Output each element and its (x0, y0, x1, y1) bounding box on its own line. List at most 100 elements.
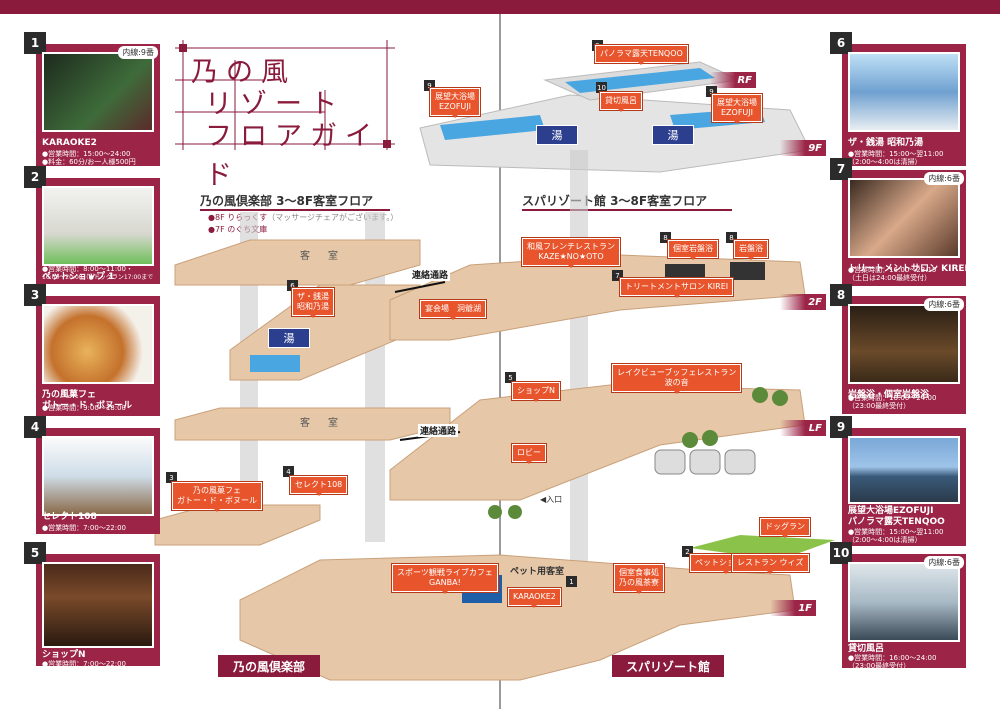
card-ganban[interactable]: 8 内線:6番 岩盤浴・個室岩盤浴 ●営業時間：16:00～24:00 （23:… (830, 284, 966, 414)
tree (772, 390, 788, 406)
floor-tag-lf: LF (780, 420, 826, 436)
corridor-label-1: 連絡通路 (410, 268, 451, 281)
map-label-kaze[interactable]: 和風フレンチレストラン KAZE★NO★OTO (522, 238, 620, 268)
card-badge: 内線:9番 (118, 46, 158, 59)
map-label-lobby[interactable]: ロビー (512, 444, 546, 464)
corridor-arrow-1 (394, 281, 446, 293)
map-label-kashikiri[interactable]: 貸切風呂 (600, 92, 642, 112)
card-info-line: ●営業時間：7:00～22:00 (42, 524, 126, 532)
card-shop-n[interactable]: 5 ショップN ●営業時間：7:00～22:00 (24, 542, 160, 668)
card-info-line: （23:00最終受付） (848, 402, 911, 410)
room-text-mid: 客室 (300, 418, 356, 429)
map-label-karaoke[interactable]: KARAOKE2 (508, 588, 561, 608)
map-num-zeni: 6 (287, 280, 298, 291)
card-kirei[interactable]: 7 内線:6番 トリートメントサロン KIREI ●営業時間：16:00～23:… (830, 158, 968, 286)
card-info-line: （2:00～4:00は清掃） (848, 536, 922, 544)
map-label-select[interactable]: セレクト108 (290, 476, 348, 496)
map-num-ganban: 8 (726, 232, 737, 243)
car-3 (724, 449, 756, 475)
card-badge: 内線:6番 (924, 298, 964, 311)
map-label-gateau[interactable]: 乃の風菓フェ ガトー・ド・ボヌール (172, 482, 262, 512)
map-label-koshitsu-ganban[interactable]: 個室岩盤浴 (668, 240, 718, 260)
tree (508, 505, 522, 519)
card-number: 2 (24, 166, 46, 188)
title-line-1: 乃の風 (191, 57, 296, 88)
map-label-ganban[interactable]: 岩盤浴 (734, 240, 768, 260)
card-name: ザ・銭湯 昭和乃湯 (848, 138, 924, 148)
tree (752, 387, 768, 403)
card-photo (42, 436, 154, 516)
map-num-gateau: 3 (166, 472, 177, 483)
card-info-line: ●営業時間：15:00～24:00 (42, 150, 131, 158)
card-number: 8 (830, 284, 852, 306)
card-number: 9 (830, 416, 852, 438)
card-number: 10 (830, 542, 852, 564)
ganban-grid-2 (730, 262, 765, 280)
map-label-wiz[interactable]: レストラン ウィズ (732, 554, 809, 574)
card-info-line: 16:00～20:00（●ドッグラン17:00まで (42, 274, 154, 281)
map-num-petshop: 2 (682, 546, 693, 557)
card-select[interactable]: 4 セレクト108 ●営業時間：7:00～22:00 (24, 416, 160, 534)
9f-pool-left (440, 115, 545, 140)
card-number: 7 (830, 158, 852, 180)
title-line-2: リゾート (205, 89, 345, 120)
card-karaoke[interactable]: 1 内線:9番 KARAOKE2 ●営業時間：15:00～24:00 ●料金：6… (24, 32, 160, 166)
card-number: 6 (830, 32, 852, 54)
yu-sign-3: 湯 (268, 328, 310, 348)
car-2 (689, 449, 721, 475)
guide-title: 乃の風 リゾート フロアガイド (175, 40, 395, 191)
floor-tag-9f: 9F (780, 140, 826, 156)
card-photo (42, 304, 154, 384)
left-bath-pool (250, 355, 300, 372)
card-info-line: （土日は24:00最終受付） (848, 274, 932, 282)
card-name: 乃の風菓フェ ガトー・ド・ボヌール (42, 390, 133, 411)
left-guest-floor-upper (174, 239, 421, 286)
bullet-7f: ●7F のぐち文庫 (208, 225, 268, 234)
card-photo (42, 52, 154, 132)
page-spine (499, 14, 501, 709)
tree (682, 432, 698, 448)
corridor-label-2: 連絡通路 (418, 424, 459, 437)
tree (702, 430, 718, 446)
map-num-kirei: 7 (612, 270, 623, 281)
map-label-ezofuji-right[interactable]: 展望大浴場 EZOFUJI (712, 94, 762, 124)
card-number: 5 (24, 542, 46, 564)
map-label-kirei[interactable]: トリートメントサロン KIREI (620, 278, 734, 298)
card-number: 4 (24, 416, 46, 438)
left-section-title: 乃の風倶楽部 3～8F客室フロア (200, 194, 374, 208)
car-1 (654, 449, 686, 475)
card-name: 貸切風呂 (848, 644, 885, 654)
ganban-grid-1 (665, 264, 705, 280)
card-number: 1 (24, 32, 46, 54)
map-label-enkai[interactable]: 宴会場 洞爺湖 (420, 300, 486, 320)
card-info-line: ●営業時間：16:00～24:00 (848, 394, 937, 402)
card-info-line: ●営業時間：7:00～22:00 (42, 660, 126, 668)
building-label-left: 乃の風倶楽部 (218, 655, 320, 677)
map-label-lakeview[interactable]: レイクビューブッフェレストラン 波の音 (612, 364, 742, 394)
card-info-line: （23:00最終受付） (848, 662, 911, 670)
map-label-sports[interactable]: スポーツ観戦ライブカフェ GANBA! (392, 564, 498, 594)
map-num-ezofuji-left: 9 (424, 80, 435, 91)
card-kashikiri[interactable]: 10 内線:6番 貸切風呂 ●営業時間：16:00～24:00 （23:00最終… (830, 542, 966, 670)
card-badge: 内線:6番 (924, 556, 964, 569)
card-ezofuji[interactable]: 9 展望大浴場EZOFUJI パノラマ露天TENQOO ●営業時間：15:00～… (830, 416, 966, 546)
entrance-text: ◀入口 (540, 495, 563, 504)
yu-sign-1: 湯 (536, 125, 578, 145)
tree (488, 505, 502, 519)
card-zeni[interactable]: 6 ザ・銭湯 昭和乃湯 ●営業時間：15:00～翌11:00 （2:00～4:0… (830, 32, 966, 166)
card-info-line: （2:00～4:00は清掃） (848, 158, 922, 166)
map-label-tenqoo[interactable]: パノラマ露天TENQOO (595, 45, 688, 65)
map-label-chaya[interactable]: 個室食事処 乃の風茶寮 (614, 564, 664, 594)
card-petshop[interactable]: 2 ペットショップ 1 ●営業時間：8:00～11:00・ 16:00～20:0… (24, 166, 160, 284)
map-label-ezofuji-left[interactable]: 展望大浴場 EZOFUJI (430, 88, 480, 118)
map-label-shop-n[interactable]: ショップN (512, 382, 560, 402)
map-num-kashikiri: 10 (596, 82, 607, 93)
pet-room-text: ペット用客室 (510, 567, 565, 577)
bullet-8f: ●8F りらっくす（マッサージチェアがございます。） (208, 213, 399, 222)
map-num-shop-n: 5 (505, 372, 516, 383)
card-gateau[interactable]: 3 乃の風菓フェ ガトー・ド・ボヌール ●営業時間：9:00～18:00 (24, 284, 160, 416)
map-label-dogrun[interactable]: ドッグラン (760, 518, 810, 538)
map-label-zeni[interactable]: ザ・銭湯 昭和乃湯 (292, 288, 334, 318)
map-num-koshitsu-ganban: 8 (660, 232, 671, 243)
card-info-line: ●料金：60分/お一人様500円 (42, 158, 136, 166)
